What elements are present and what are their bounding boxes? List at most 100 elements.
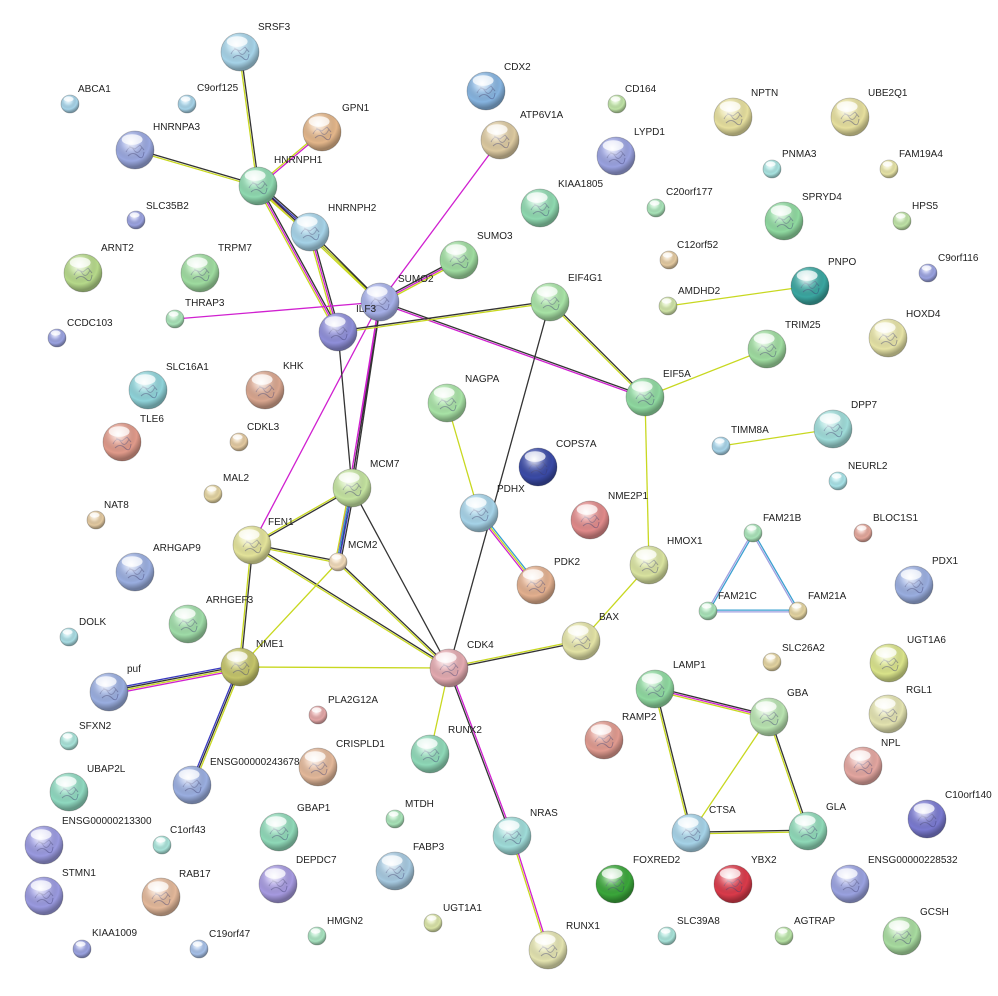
node-ube2q1[interactable]: UBE2Q1	[830, 88, 908, 137]
node-trim25[interactable]: TRIM25	[747, 320, 821, 369]
node-gla[interactable]: GLA	[788, 802, 846, 851]
node-fabp3[interactable]: FABP3	[375, 842, 445, 891]
node-neurl2[interactable]: NEURL2	[828, 461, 888, 491]
node-nme2p1[interactable]: NME2P1	[570, 491, 648, 540]
node-bax[interactable]: BAX	[561, 612, 619, 661]
node-sfxn2[interactable]: SFXN2	[59, 721, 112, 751]
node-ubap2l[interactable]: UBAP2L	[49, 764, 126, 812]
node-eif5a[interactable]: EIF5A	[625, 369, 691, 417]
node-agtrap[interactable]: AGTRAP	[774, 916, 835, 946]
node-mcm2[interactable]: MCM2	[328, 540, 378, 572]
node-hmox1[interactable]: HMOX1	[629, 536, 703, 585]
node-mtdh[interactable]: MTDH	[385, 799, 434, 829]
node-c9orf125[interactable]: C9orf125	[177, 83, 239, 114]
node-puf[interactable]: puf	[89, 664, 141, 712]
node-thrap3[interactable]: THRAP3	[165, 298, 225, 329]
node-cdx2[interactable]: CDX2	[466, 62, 531, 111]
node-nras[interactable]: NRAS	[492, 808, 558, 856]
node-ccdc103[interactable]: CCDC103	[47, 318, 113, 348]
node-eif4g1[interactable]: EIF4G1	[530, 273, 603, 322]
node-arhgap9[interactable]: ARHGAP9	[115, 543, 201, 592]
node-ctsa[interactable]: CTSA	[671, 805, 736, 853]
node-hnrnpa3[interactable]: HNRNPA3	[115, 122, 200, 170]
node-srsf3[interactable]: SRSF3	[220, 22, 291, 72]
node-gbap1[interactable]: GBAP1	[259, 803, 331, 852]
node-pdk2[interactable]: PDK2	[516, 557, 581, 605]
node-mal2[interactable]: MAL2	[203, 473, 250, 504]
node-rgl1[interactable]: RGL1	[868, 685, 933, 734]
node-sumo3[interactable]: SUMO3	[439, 231, 513, 280]
node-fam21a[interactable]: FAM21A	[788, 591, 847, 621]
node-bloc1s1[interactable]: BLOC1S1	[853, 513, 918, 543]
node-ensg00000243678[interactable]: ENSG00000243678	[172, 757, 300, 805]
node-slc39a8[interactable]: SLC39A8	[657, 916, 720, 946]
node-kiaa1009[interactable]: KIAA1009	[72, 928, 137, 959]
node-c10orf140[interactable]: C10orf140	[907, 790, 992, 839]
node-c1orf43[interactable]: C1orf43	[152, 825, 206, 855]
node-fam21c[interactable]: FAM21C	[698, 591, 757, 621]
node-atp6v1a[interactable]: ATP6V1A	[480, 110, 563, 160]
node-dpp7[interactable]: DPP7	[813, 400, 878, 449]
node-cdkl3[interactable]: CDKL3	[229, 422, 280, 452]
node-slc35b2[interactable]: SLC35B2	[126, 201, 189, 230]
node-nme1[interactable]: NME1	[220, 639, 284, 687]
node-fam19a4[interactable]: FAM19A4	[879, 149, 943, 179]
node-pdhx[interactable]: PDHX	[459, 484, 525, 533]
node-rab17[interactable]: RAB17	[141, 869, 211, 917]
node-hmgn2[interactable]: HMGN2	[307, 916, 364, 946]
node-abca1[interactable]: ABCA1	[60, 84, 111, 114]
node-npl[interactable]: NPL	[843, 738, 901, 786]
node-kiaa1805[interactable]: KIAA1805	[520, 179, 603, 228]
node-nptn[interactable]: NPTN	[713, 88, 778, 137]
node-runx2[interactable]: RUNX2	[410, 725, 482, 774]
node-fam21b[interactable]: FAM21B	[743, 513, 802, 543]
node-ilf3[interactable]: ILF3	[318, 304, 376, 352]
node-hnrnph1[interactable]: HNRNPH1	[238, 155, 323, 206]
node-ensg00000228532[interactable]: ENSG00000228532	[830, 855, 958, 904]
node-c12orf52[interactable]: C12orf52	[659, 240, 719, 270]
node-c20orf177[interactable]: C20orf177	[646, 187, 713, 218]
node-cops7a[interactable]: COPS7A	[518, 439, 597, 487]
node-slc26a2[interactable]: SLC26A2	[762, 643, 825, 672]
node-ybx2[interactable]: YBX2	[713, 855, 777, 904]
node-pnma3[interactable]: PNMA3	[762, 149, 817, 179]
node-c9orf116[interactable]: C9orf116	[918, 253, 979, 283]
node-sumo2[interactable]: SUMO2	[360, 274, 434, 322]
node-gpn1[interactable]: GPN1	[302, 103, 370, 152]
node-crispld1[interactable]: CRISPLD1	[298, 739, 385, 787]
node-trpm7[interactable]: TRPM7	[180, 243, 252, 293]
node-amdhd2[interactable]: AMDHD2	[658, 286, 721, 316]
node-slc16a1[interactable]: SLC16A1	[128, 362, 209, 410]
node-ugt1a6[interactable]: UGT1A6	[869, 635, 946, 683]
node-runx1[interactable]: RUNX1	[528, 921, 600, 970]
node-timm8a[interactable]: TIMM8A	[711, 425, 769, 456]
node-ensg00000213300[interactable]: ENSG00000213300	[24, 816, 152, 865]
node-pnpo[interactable]: PNPO	[790, 257, 857, 306]
node-hnrnph2[interactable]: HNRNPH2	[290, 203, 377, 252]
node-dolk[interactable]: DOLK	[59, 617, 107, 647]
node-gcsh[interactable]: GCSH	[882, 907, 949, 956]
node-cdk4[interactable]: CDK4	[429, 640, 494, 688]
node-depdc7[interactable]: DEPDC7	[258, 855, 337, 904]
node-stmn1[interactable]: STMN1	[24, 868, 96, 916]
node-pla2g12a[interactable]: PLA2G12A	[308, 695, 378, 725]
node-khk[interactable]: KHK	[245, 361, 304, 410]
node-gba[interactable]: GBA	[749, 688, 808, 737]
node-mcm7[interactable]: MCM7	[332, 459, 400, 508]
node-lypd1[interactable]: LYPD1	[596, 127, 665, 176]
node-ramp2[interactable]: RAMP2	[584, 712, 657, 760]
node-nat8[interactable]: NAT8	[86, 500, 129, 530]
node-tle6[interactable]: TLE6	[102, 414, 164, 462]
node-hps5[interactable]: HPS5	[892, 201, 939, 231]
node-c19orf47[interactable]: C19orf47	[189, 929, 251, 959]
node-ugt1a1[interactable]: UGT1A1	[423, 903, 482, 933]
node-lamp1[interactable]: LAMP1	[635, 660, 706, 709]
node-fen1[interactable]: FEN1	[232, 517, 294, 565]
node-arhgef3[interactable]: ARHGEF3	[168, 595, 254, 644]
node-pdx1[interactable]: PDX1	[894, 556, 959, 605]
node-arnt2[interactable]: ARNT2	[63, 243, 134, 293]
node-nagpa[interactable]: NAGPA	[427, 374, 500, 423]
node-hoxd4[interactable]: HOXD4	[868, 309, 941, 358]
node-foxred2[interactable]: FOXRED2	[595, 855, 681, 904]
node-cd164[interactable]: CD164	[607, 84, 657, 114]
